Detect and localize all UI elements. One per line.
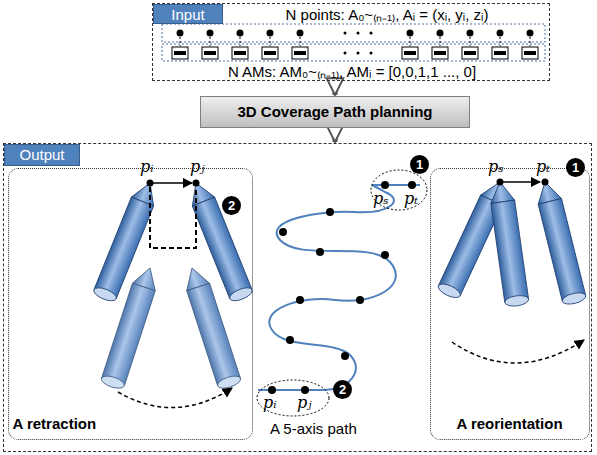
retraction-tools xyxy=(92,179,254,408)
callout-number: 2 xyxy=(333,380,352,399)
reorientation-tools xyxy=(436,177,587,363)
point-label: pⱼ xyxy=(297,394,311,412)
retraction-box: A retraction xyxy=(8,168,253,440)
flow-arrow xyxy=(333,82,338,95)
section-tab: Output xyxy=(4,144,80,166)
process-box: 3D Coverage Path planning xyxy=(200,96,470,128)
point-label: pₜ xyxy=(536,158,550,176)
box-caption: A reorientation xyxy=(431,415,589,433)
input-region: InputN points: A₀~₍ₙ₋₁₎, Aᵢ = (xᵢ, yᵢ, z… xyxy=(152,3,550,81)
box-caption: A retraction xyxy=(13,415,97,433)
reorientation-box: A reorientation xyxy=(430,168,590,440)
point-label: pᵢ xyxy=(140,158,153,176)
callout-number: 1 xyxy=(566,158,585,177)
callout-number: 1 xyxy=(410,155,429,174)
five-axis-path xyxy=(257,170,427,416)
point-label: pᵢ xyxy=(263,394,276,412)
point-label: pₛ xyxy=(488,158,504,176)
point-row xyxy=(162,24,545,61)
section-tab: Input xyxy=(153,4,223,24)
input-text: N AMs: AM₀~₍ₙ₋₁₎, AMᵢ = [0,0,1,1 ..., 0] xyxy=(153,63,551,81)
path-caption: A 5-axis path xyxy=(270,420,357,438)
callout-number: 2 xyxy=(222,196,241,215)
flow-arrow xyxy=(333,129,338,142)
point-label: pₛ xyxy=(373,190,389,208)
process-title: 3D Coverage Path planning xyxy=(237,103,432,121)
input-text: N points: A₀~₍ₙ₋₁₎, Aᵢ = (xᵢ, yᵢ, zᵢ) xyxy=(223,6,551,24)
point-label: pⱼ xyxy=(190,158,204,176)
point-label: pₜ xyxy=(404,190,418,208)
